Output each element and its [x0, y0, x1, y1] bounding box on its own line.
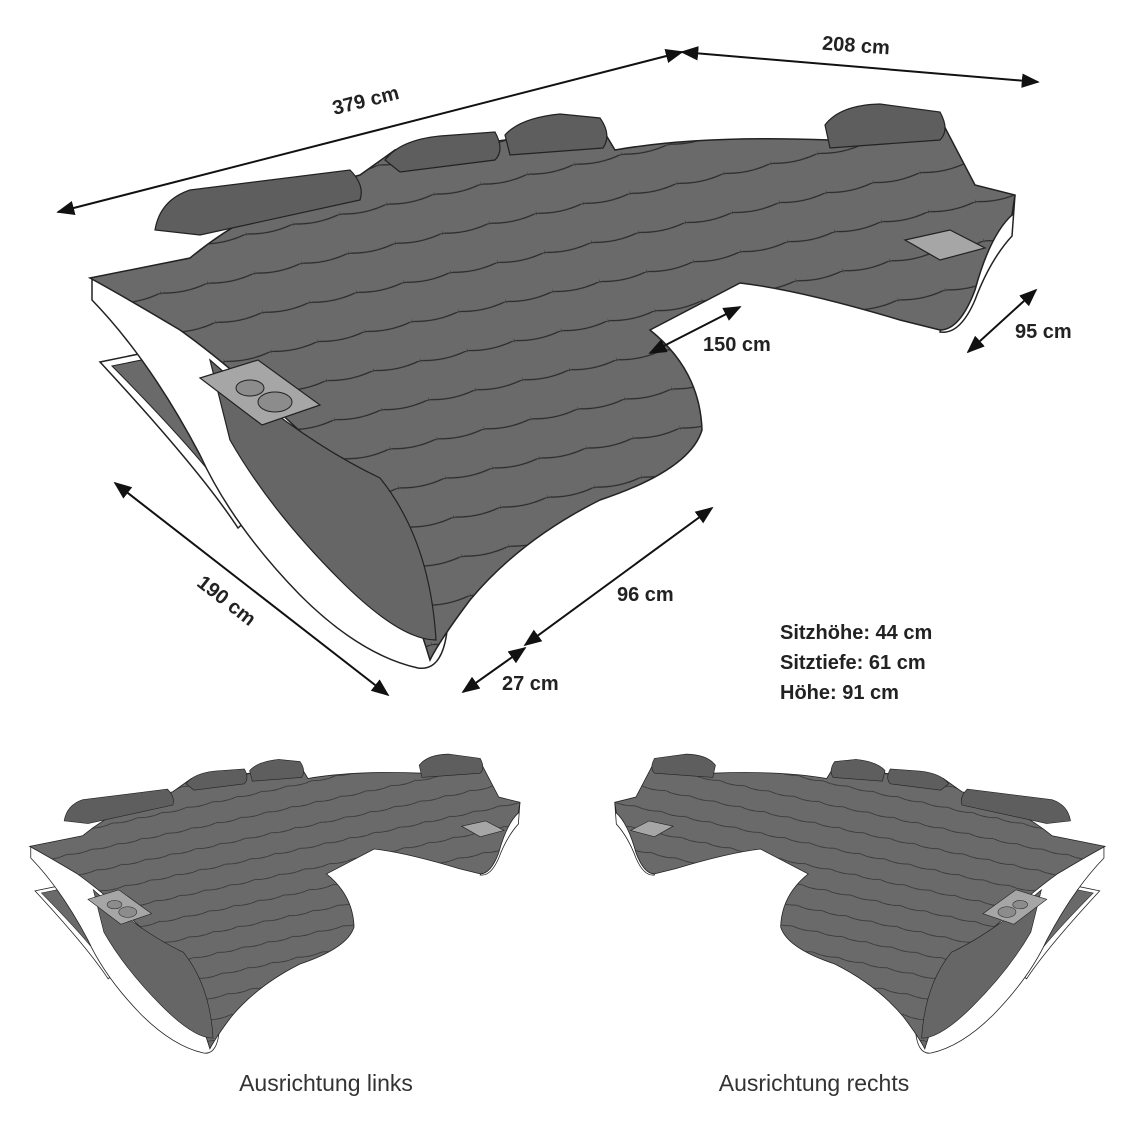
caption-left-orientation: Ausrichtung links — [239, 1070, 413, 1096]
dim-label-208: 208 cm — [821, 32, 891, 60]
spec-height: Höhe: 91 cm — [780, 682, 899, 704]
spec-seat-depth: Sitztiefe: 61 cm — [780, 652, 926, 674]
dim-label-27: 27 cm — [502, 673, 559, 695]
dimension-lines — [56, 46, 1040, 697]
spec-seat-height: Sitzhöhe: 44 cm — [780, 622, 933, 644]
dim-label-150: 150 cm — [703, 334, 771, 356]
dim-line-379 — [56, 49, 684, 215]
dim-line-150 — [648, 306, 742, 354]
dim-label-96: 96 cm — [617, 584, 674, 606]
sofa-right-orientation-drawing — [552, 699, 1134, 1102]
dim-line-208 — [680, 46, 1040, 88]
sofa-left-orientation-drawing — [0, 699, 583, 1102]
dim-line-190 — [113, 481, 390, 697]
main-sofa-drawing — [0, 0, 1134, 760]
dim-line-96 — [523, 506, 714, 647]
dim-label-95: 95 cm — [1015, 321, 1072, 343]
caption-right-orientation: Ausrichtung rechts — [718, 1070, 910, 1096]
dim-line-27 — [461, 646, 527, 694]
dim-line-95 — [966, 288, 1038, 354]
